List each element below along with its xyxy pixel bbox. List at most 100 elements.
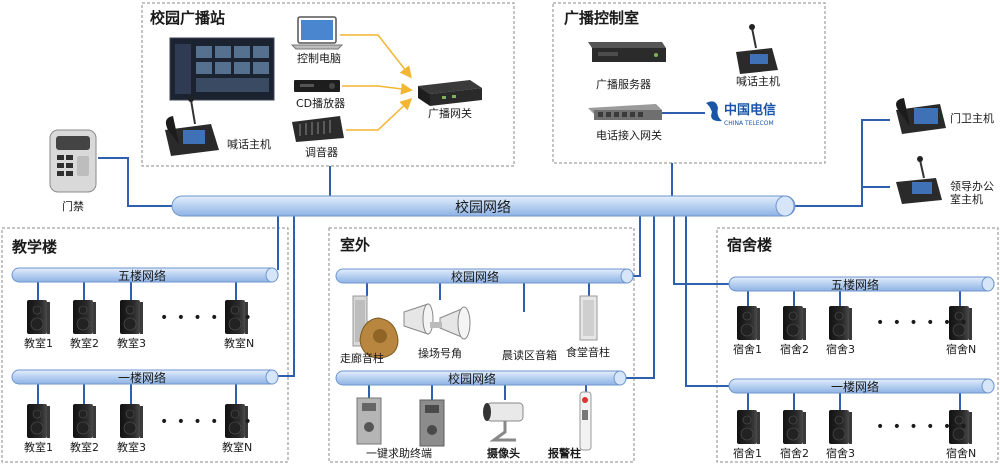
- cd-player-icon: [294, 80, 340, 92]
- alarm-label: 报警柱: [548, 446, 581, 460]
- control-pc-icon: [290, 16, 344, 50]
- sos-label: 一键求助终端: [366, 446, 432, 460]
- camera-icon: [483, 402, 524, 442]
- outdoor-net-top-label: 校园网络: [451, 269, 499, 284]
- door-access-icon: [49, 129, 97, 193]
- sos-panel-icon: [419, 399, 445, 447]
- ellipsis-dots: • • • • • •: [160, 414, 254, 430]
- teaching-net1-label: 一楼网络: [118, 370, 166, 385]
- backbone-label: 校园网络: [455, 199, 511, 216]
- outdoor-net-bottom-label: 校园网络: [448, 371, 496, 386]
- telecom-en-text: CHINA TELECOM: [724, 120, 774, 127]
- control-host-label: 喊话主机: [736, 74, 780, 88]
- teaching-net5-label: 五楼网络: [118, 268, 166, 283]
- dorm-5f-network: 五楼网络: [728, 276, 995, 292]
- ellipsis-dots: • • • • • •: [160, 310, 254, 326]
- room-label: 教室1: [24, 336, 53, 350]
- reading-label: 晨读区音箱: [502, 348, 557, 362]
- room-label: 宿舍N: [946, 342, 976, 356]
- ellipsis-dots: • • • • • •: [876, 315, 970, 331]
- speaker-icon: [26, 299, 51, 335]
- mixer-icon: [292, 116, 344, 142]
- campus-backbone: 校园网络: [171, 195, 796, 217]
- field-horn-icon: [403, 303, 471, 340]
- station-box: [141, 2, 515, 167]
- speaker-icon: [782, 409, 807, 445]
- broadcast-server-icon: [588, 42, 666, 62]
- speaker-icon: [72, 299, 97, 335]
- connection-lines: [37, 112, 961, 410]
- china-telecom-logo-icon: 中国电信 CHINA TELECOM: [706, 101, 776, 127]
- room-label: 教室N: [224, 336, 254, 350]
- control-room-title: 广播控制室: [564, 9, 639, 27]
- phone-gateway-label: 电话接入网关: [596, 128, 662, 142]
- control-pc-label: 控制电脑: [297, 51, 341, 65]
- leader-host-label-1: 领导办公: [950, 180, 994, 193]
- guard-host-label: 门卫主机: [950, 111, 994, 125]
- station-arrows: [340, 34, 413, 131]
- speaker-icon: [736, 409, 761, 445]
- broadcast-gateway-icon: [418, 80, 482, 106]
- door-access-label: 门禁: [62, 199, 84, 213]
- dorm-1f-speakers: • • • • • • 宿舍1 宿舍2 宿舍3 宿舍N: [733, 409, 976, 460]
- telecom-cn-text: 中国电信: [724, 102, 776, 118]
- field-horn-label: 操场号角: [418, 346, 462, 360]
- control-room-box: [552, 2, 826, 164]
- dorm-5f-speakers: • • • • • • 宿舍1 宿舍2 宿舍3 宿舍N: [733, 305, 976, 356]
- station-host-icon: [165, 96, 219, 156]
- teaching-box: [1, 227, 289, 463]
- ellipsis-dots: • • • • • •: [876, 419, 970, 435]
- speaker-icon: [26, 403, 51, 439]
- speaker-icon: [119, 403, 144, 439]
- room-label: 宿舍1: [733, 342, 762, 356]
- room-label: 宿舍N: [946, 446, 976, 460]
- room-label: 教室2: [70, 336, 99, 350]
- guard-host-icon: [896, 98, 946, 134]
- teaching-5f-network: 五楼网络: [11, 267, 279, 283]
- outdoor-top-network: 校园网络: [335, 268, 634, 284]
- room-label: 宿舍3: [826, 342, 855, 356]
- camera-label: 摄像头: [487, 446, 520, 460]
- corridor-label: 走廊音柱: [340, 351, 384, 365]
- speaker-icon: [828, 409, 853, 445]
- teaching-5f-speakers: • • • • • • 教室1 教室2 教室3 教室N: [24, 299, 254, 350]
- sos-terminal-icon: [356, 397, 382, 445]
- outdoor-title: 室外: [340, 236, 370, 254]
- dorm-net1-label: 一楼网络: [831, 379, 879, 394]
- broadcast-gateway-label: 广播网关: [428, 106, 472, 120]
- speaker-icon: [828, 305, 853, 341]
- leader-host-icon: [896, 156, 942, 204]
- speaker-icon: [782, 305, 807, 341]
- teaching-title: 教学楼: [11, 238, 57, 256]
- mixer-label: 调音器: [305, 145, 338, 159]
- canteen-label: 食堂音柱: [566, 345, 610, 359]
- room-label: 教室1: [24, 440, 53, 454]
- control-host-icon: [736, 24, 778, 74]
- cd-player-label: CD播放器: [296, 96, 345, 110]
- teaching-1f-network: 一楼网络: [11, 369, 279, 385]
- canteen-column-icon: [579, 295, 598, 341]
- leader-host-label-2: 室主机: [950, 192, 983, 206]
- speaker-icon: [72, 403, 97, 439]
- station-host-label: 喊话主机: [227, 137, 271, 151]
- dorm-1f-network: 一楼网络: [728, 378, 995, 394]
- teaching-1f-speakers: • • • • • • 教室1 教室2 教室3 教室N: [24, 403, 254, 454]
- dorm-title: 宿舍楼: [727, 236, 772, 254]
- room-label: 宿舍1: [733, 446, 762, 460]
- room-label: 宿舍2: [780, 446, 809, 460]
- broadcast-server-label: 广播服务器: [596, 77, 651, 91]
- room-label: 教室N: [222, 440, 252, 454]
- dorm-box: [716, 227, 999, 463]
- outdoor-box: [328, 227, 635, 463]
- room-label: 宿舍3: [826, 446, 855, 460]
- software-screen-icon: [169, 37, 275, 101]
- speaker-icon: [736, 305, 761, 341]
- rock-speaker-icon: [359, 317, 399, 359]
- room-label: 教室3: [117, 440, 146, 454]
- station-title: 校园广播站: [150, 9, 225, 27]
- room-label: 教室2: [70, 440, 99, 454]
- speaker-icon: [119, 299, 144, 335]
- phone-gateway-icon: [588, 104, 662, 120]
